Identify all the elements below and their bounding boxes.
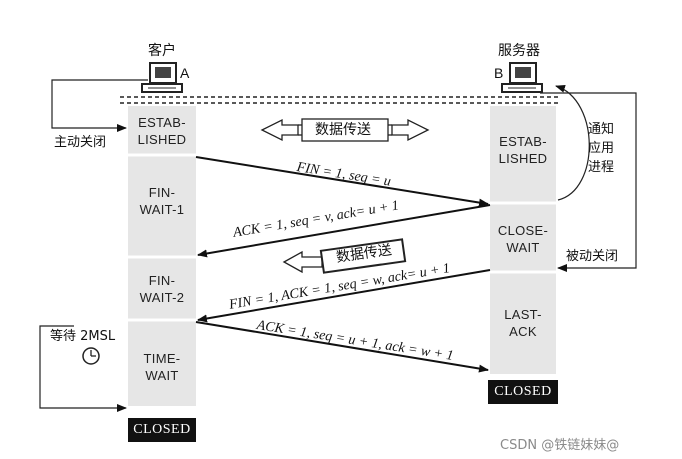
clock-icon: [82, 347, 100, 365]
client-computer-icon: [141, 62, 183, 93]
active-close-label: 主动关闭: [54, 135, 107, 150]
fin1-arrow: [195, 156, 489, 207]
data-transfer-double-arrow: [260, 118, 430, 142]
server-computer-icon: [501, 62, 543, 93]
wait-2msl-label: 等待 2MSL: [50, 329, 116, 344]
client-state-fin-wait-1: FIN- WAIT-1: [139, 185, 185, 217]
client-state-established: ESTAB- LISHED: [137, 115, 187, 147]
server-timeline: [490, 106, 556, 374]
notify-app-label: 通知 应用 进程: [588, 122, 615, 175]
client-state-time-wait: TIME- WAIT: [143, 351, 181, 383]
server-state-established: ESTAB- LISHED: [498, 134, 548, 166]
server-title: 服务器: [498, 43, 540, 59]
data-transfer-left-arrow: [282, 238, 407, 274]
wait-2msl-arrow: [39, 325, 127, 412]
server-state-last-ack: LAST- ACK: [504, 307, 542, 339]
client-state-fin-wait-2: FIN- WAIT-2: [139, 273, 185, 305]
server-state-close-wait: CLOSE- WAIT: [497, 223, 549, 255]
server-state-closed: CLOSED: [488, 380, 558, 404]
data-transfer-label-1: 数据传送: [315, 122, 371, 138]
passive-close-arrow: [540, 92, 637, 272]
csdn-watermark: CSDN @铁链妹妹@: [500, 438, 620, 453]
client-letter: A: [180, 65, 190, 81]
client-title: 客户: [148, 43, 176, 59]
ack2-arrow: [195, 321, 489, 373]
ack1-arrow: [197, 204, 491, 258]
active-close-arrow: [51, 79, 148, 132]
client-timeline: [128, 106, 196, 406]
notify-app-arrow: [555, 84, 590, 201]
passive-close-label: 被动关闭: [566, 249, 619, 264]
client-state-closed: CLOSED: [128, 418, 196, 442]
fin2-arrow: [197, 269, 491, 323]
server-letter: B: [494, 65, 504, 81]
network-line: [120, 96, 560, 104]
